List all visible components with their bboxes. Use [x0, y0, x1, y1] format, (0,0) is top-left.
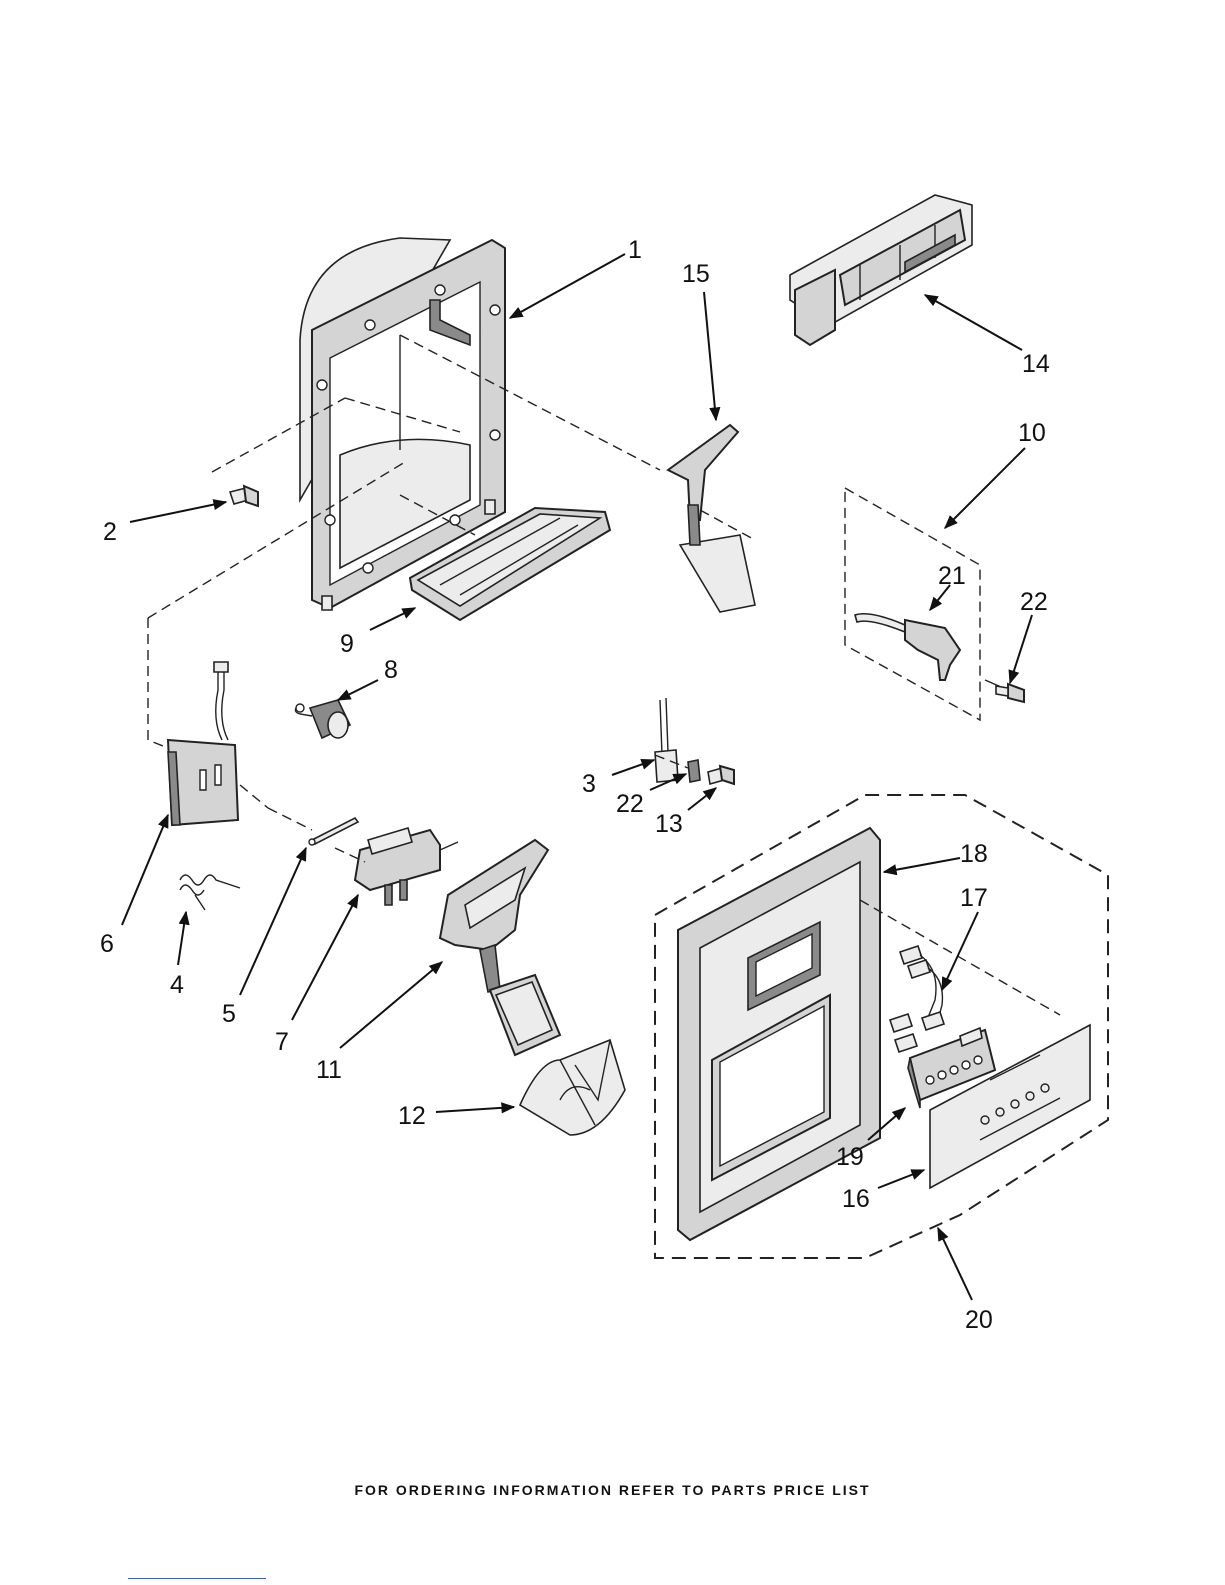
callout-13: 13 [655, 810, 683, 838]
part-15-actuator-arm [668, 425, 755, 612]
part-13-screw [708, 766, 734, 784]
part-14-control-housing [790, 195, 972, 345]
callout-4: 4 [170, 971, 184, 999]
part-6-switch-housing [168, 662, 238, 825]
callout-19: 19 [836, 1143, 864, 1171]
callout-labels: 1 2 3 4 5 6 7 8 9 10 11 12 13 14 15 16 1… [100, 236, 1050, 1334]
callout-22-right: 22 [1020, 588, 1048, 616]
callout-21: 21 [938, 562, 966, 590]
part-22-clip-center [688, 760, 700, 782]
callout-3: 3 [582, 770, 596, 798]
part-11-actuator [440, 840, 560, 1055]
callout-leaders [122, 254, 1032, 1300]
part-10-group-box [845, 488, 980, 720]
ordering-info-footer: FOR ORDERING INFORMATION REFER TO PARTS … [0, 1482, 1225, 1498]
part-18-front-panel [678, 828, 880, 1240]
callout-1: 1 [628, 236, 642, 264]
callout-12: 12 [398, 1102, 426, 1130]
callout-17: 17 [960, 884, 988, 912]
part-5-pin [309, 818, 358, 845]
part-12-chute [520, 1040, 625, 1135]
part-2-screw [230, 486, 258, 506]
part-21-lever [855, 614, 960, 680]
callout-8: 8 [384, 656, 398, 684]
assembly-guide-lines [148, 335, 1060, 1015]
bottom-link-underline[interactable] [128, 1578, 266, 1579]
callout-16: 16 [842, 1185, 870, 1213]
callout-5: 5 [222, 1000, 236, 1028]
part-8-motor [295, 700, 350, 738]
part-17-wire-harness [890, 946, 944, 1052]
callout-2: 2 [103, 518, 117, 546]
callout-14: 14 [1022, 350, 1050, 378]
callout-11: 11 [316, 1056, 342, 1084]
callout-10: 10 [1018, 419, 1046, 447]
callout-7: 7 [275, 1028, 289, 1056]
callout-20: 20 [965, 1306, 993, 1334]
callout-22-center: 22 [616, 790, 644, 818]
callout-6: 6 [100, 930, 114, 958]
part-7-lever-bracket [355, 828, 458, 905]
callout-15: 15 [682, 260, 710, 288]
part-22-screw-right [985, 680, 1024, 702]
callout-18: 18 [960, 840, 988, 868]
part-3-clip [655, 698, 678, 782]
part-4-spring [180, 875, 240, 910]
callout-9: 9 [340, 630, 354, 658]
